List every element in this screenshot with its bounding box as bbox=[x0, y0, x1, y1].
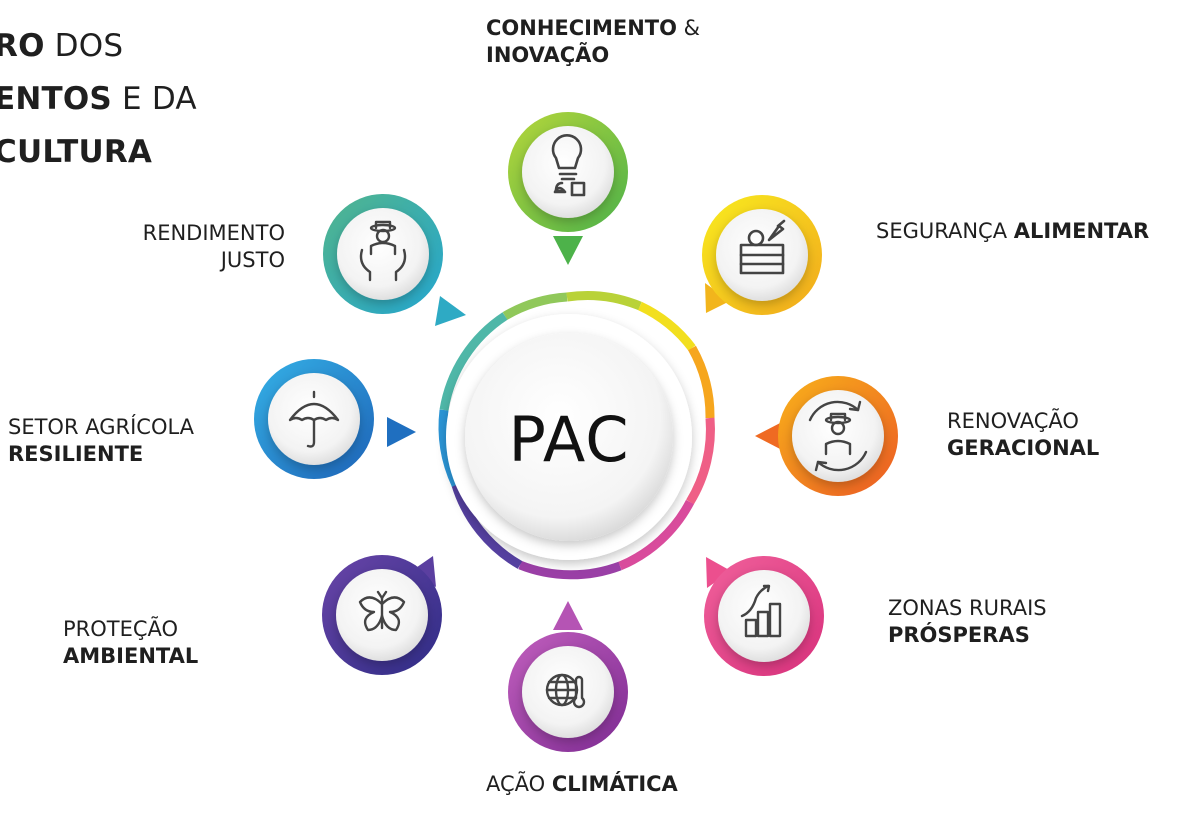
node-setor bbox=[254, 359, 416, 479]
label-zonas: ZONAS RURAIS PRÓSPERAS bbox=[888, 596, 1047, 647]
node-acao bbox=[508, 601, 628, 752]
butterfly-icon bbox=[358, 590, 406, 632]
node-seguranca bbox=[702, 195, 822, 315]
growth-chart-icon bbox=[740, 584, 782, 638]
center-label: PAC bbox=[508, 402, 630, 476]
farmer-hands-icon bbox=[359, 220, 407, 282]
title-line-3: CULTURA bbox=[0, 134, 153, 170]
center-disc bbox=[446, 314, 692, 560]
label-setor: SETOR AGRÍCOLA RESILIENTE bbox=[8, 415, 195, 466]
node-rendimento bbox=[323, 194, 466, 326]
label-rendimento: RENDIMENTO JUSTO bbox=[142, 221, 285, 272]
globe-thermometer-icon bbox=[545, 673, 586, 709]
farmer-cycle-icon bbox=[808, 400, 868, 472]
label-protecao: PROTEÇÃO AMBIENTAL bbox=[63, 617, 199, 668]
node-protecao bbox=[322, 555, 442, 675]
title-line-2: ENTOS E DA bbox=[0, 81, 197, 117]
center-ring bbox=[438, 291, 715, 580]
node-renovacao bbox=[755, 376, 898, 496]
label-conhecimento: CONHECIMENTO & INOVAÇÃO bbox=[486, 16, 701, 67]
lightbulb-icon bbox=[551, 134, 586, 197]
fruit-crate-icon bbox=[739, 219, 786, 275]
label-seguranca: SEGURANÇA ALIMENTAR bbox=[876, 219, 1150, 243]
label-acao: AÇÃO CLIMÁTICA bbox=[486, 772, 678, 796]
node-conhecimento bbox=[508, 112, 628, 265]
node-zonas bbox=[704, 556, 824, 676]
umbrella-icon bbox=[288, 390, 340, 448]
label-renovacao: RENOVAÇÃO GERACIONAL bbox=[947, 409, 1100, 460]
page-title: RO DOS ENTOS E DA CULTURA bbox=[0, 20, 254, 179]
title-line-1: RO DOS bbox=[0, 28, 124, 64]
